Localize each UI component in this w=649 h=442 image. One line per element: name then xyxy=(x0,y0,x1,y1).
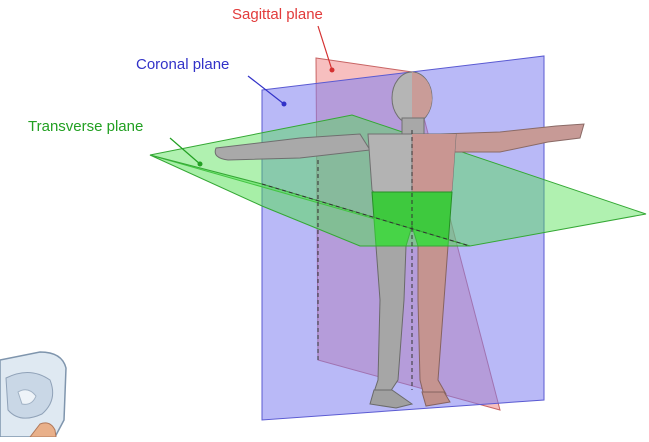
coronal-plane-label: Coronal plane xyxy=(136,56,229,73)
transverse-plane-label: Transverse plane xyxy=(28,118,143,135)
sagittal-plane-label: Sagittal plane xyxy=(232,6,323,23)
corner-fragment-image xyxy=(0,352,66,437)
